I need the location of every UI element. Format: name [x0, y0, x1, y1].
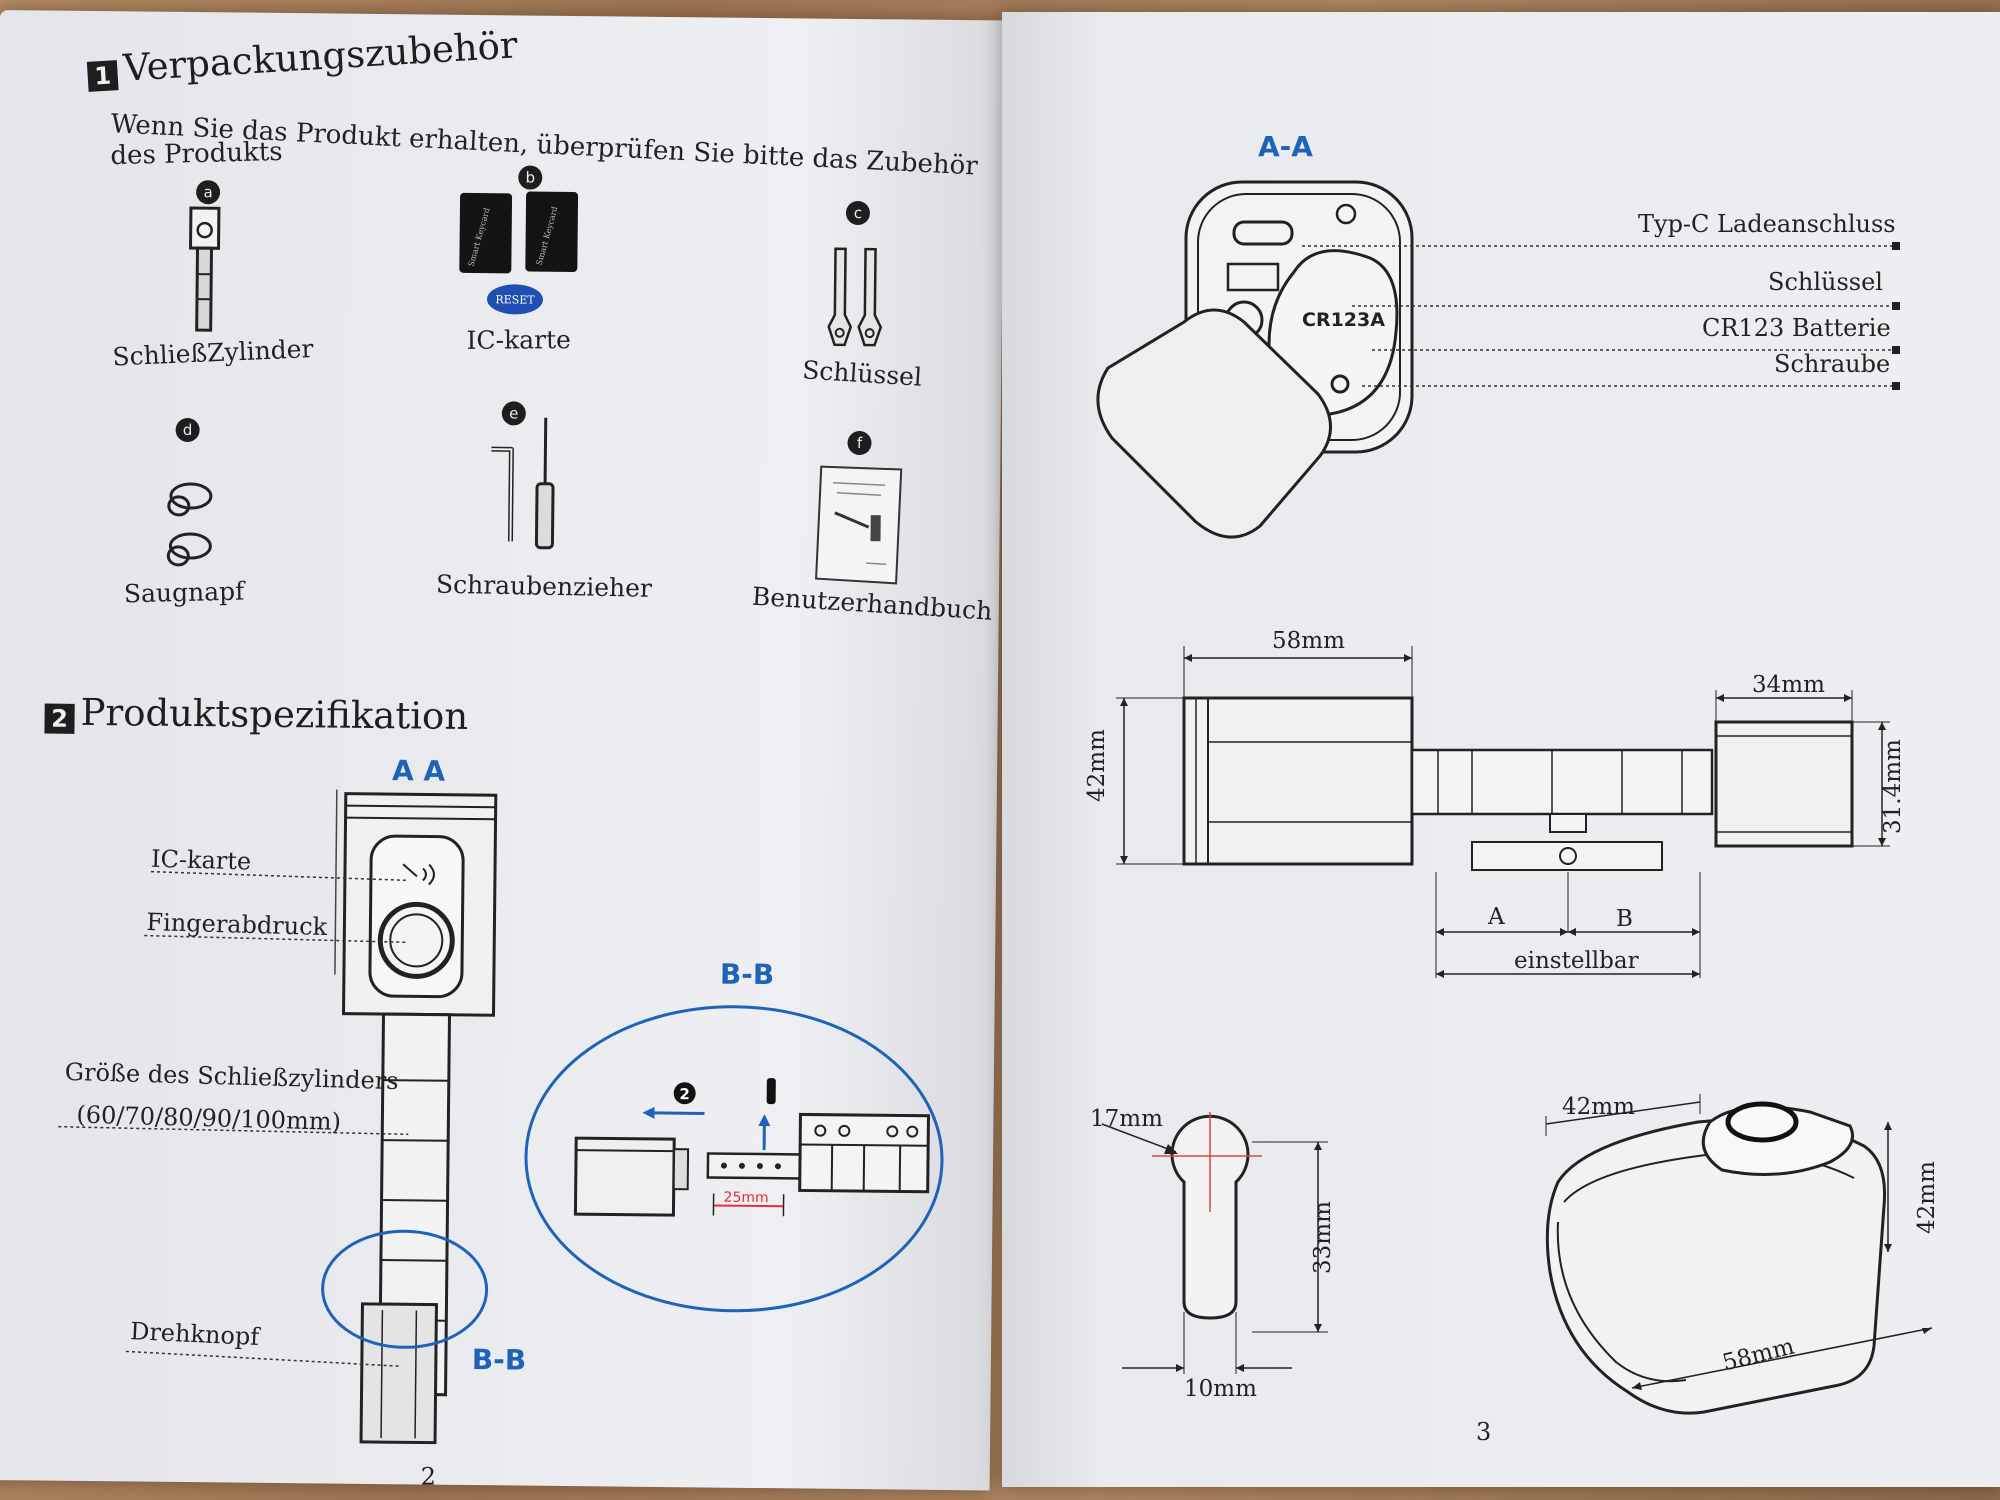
right-page: A-A CR123A Typ-C Ladeanschluss Schlüssel…: [1002, 12, 2000, 1487]
bb-detail-drawing: 2 25mm: [524, 1005, 944, 1313]
bb-measure-25mm: 25mm: [724, 1190, 769, 1206]
aa-callout-lines: [1302, 242, 1900, 390]
section2-number: 2: [44, 703, 75, 734]
reset-fob-text: RESET: [495, 293, 535, 306]
callout-typc: Typ-C Ladeanschluss: [1638, 210, 1896, 238]
item-label-b: IC-karte: [466, 325, 571, 355]
dim-3d-42mm-top: 42mm: [1562, 1094, 1635, 1120]
spec-ic-karte: IC-karte: [150, 844, 252, 876]
item-letter-b: b: [518, 165, 543, 190]
ic-card-icon: Smart Keycard Smart Keycard RESET: [459, 191, 579, 315]
screwdriver-icon: [491, 417, 555, 550]
dim-side-58mm: 58mm: [1272, 628, 1345, 654]
item-label-d: Saugnapf: [123, 576, 245, 609]
callout-schluessel: Schlüssel: [1768, 268, 1883, 296]
dim-side-42mm: 42mm: [1084, 729, 1110, 802]
dim-side-b: B: [1616, 906, 1633, 932]
aa-device-drawing: CR123A: [1096, 180, 1414, 539]
spec-bb-label: B-B: [471, 1343, 527, 1377]
manual-icon: [815, 465, 903, 585]
callout-battery: CR123 Batterie: [1702, 314, 1891, 342]
side-view-drawing: [1116, 646, 1890, 978]
dim-profile-17mm: 17mm: [1090, 1106, 1163, 1132]
suction-cup-icon: [166, 482, 213, 567]
item-letter-a: a: [195, 180, 221, 205]
item-letter-d: d: [175, 417, 200, 443]
item-label-f: Benutzerhandbuch: [751, 581, 994, 626]
aa-section-title: A-A: [1258, 130, 1313, 163]
lock-front-drawing: [334, 789, 498, 1445]
dim-side-34mm: 34mm: [1752, 672, 1825, 698]
spec-aa-label: A A: [391, 754, 446, 788]
bb-step-number: 2: [679, 1085, 690, 1103]
section1-intro-line2: des Produkts: [110, 136, 283, 172]
section1-number: 1: [86, 60, 119, 92]
spec-leader-lines: [58, 870, 409, 1368]
item-label-a: SchließZylinder: [111, 334, 315, 372]
spec-fingerabdruck: Fingerabdruck: [146, 908, 328, 942]
dim-profile-33mm: 33mm: [1310, 1201, 1336, 1274]
item-label-c: Schlüssel: [801, 355, 923, 392]
section1-title: Verpackungszubehör: [122, 23, 519, 90]
dim-side-einstellbar: einstellbar: [1514, 948, 1639, 974]
item-label-e: Schraubenzieher: [435, 569, 653, 603]
item-letter-f: f: [847, 430, 872, 456]
dim-3d-42mm-height: 42mm: [1914, 1161, 1940, 1234]
spec-drehknopf: Drehknopf: [129, 1317, 260, 1352]
right-page-number: 3: [1476, 1418, 1492, 1446]
bb-circle-marker: [321, 1229, 489, 1349]
cylinder-icon: [189, 206, 221, 332]
dim-side-a: A: [1488, 904, 1505, 930]
battery-label: CR123A: [1302, 309, 1385, 331]
bb-detail-title: B-B: [719, 957, 775, 992]
profile-drawing: [1101, 1112, 1328, 1374]
item-letter-c: c: [845, 200, 871, 226]
callout-schraube: Schraube: [1774, 350, 1891, 378]
dim-profile-10mm: 10mm: [1184, 1376, 1257, 1402]
dim-side-31-4mm: 31.4mm: [1880, 739, 1906, 834]
section2-title: Produktspezifikation: [80, 690, 469, 738]
knob-3d-drawing: [1545, 1094, 1933, 1415]
key-icon: [827, 247, 883, 347]
